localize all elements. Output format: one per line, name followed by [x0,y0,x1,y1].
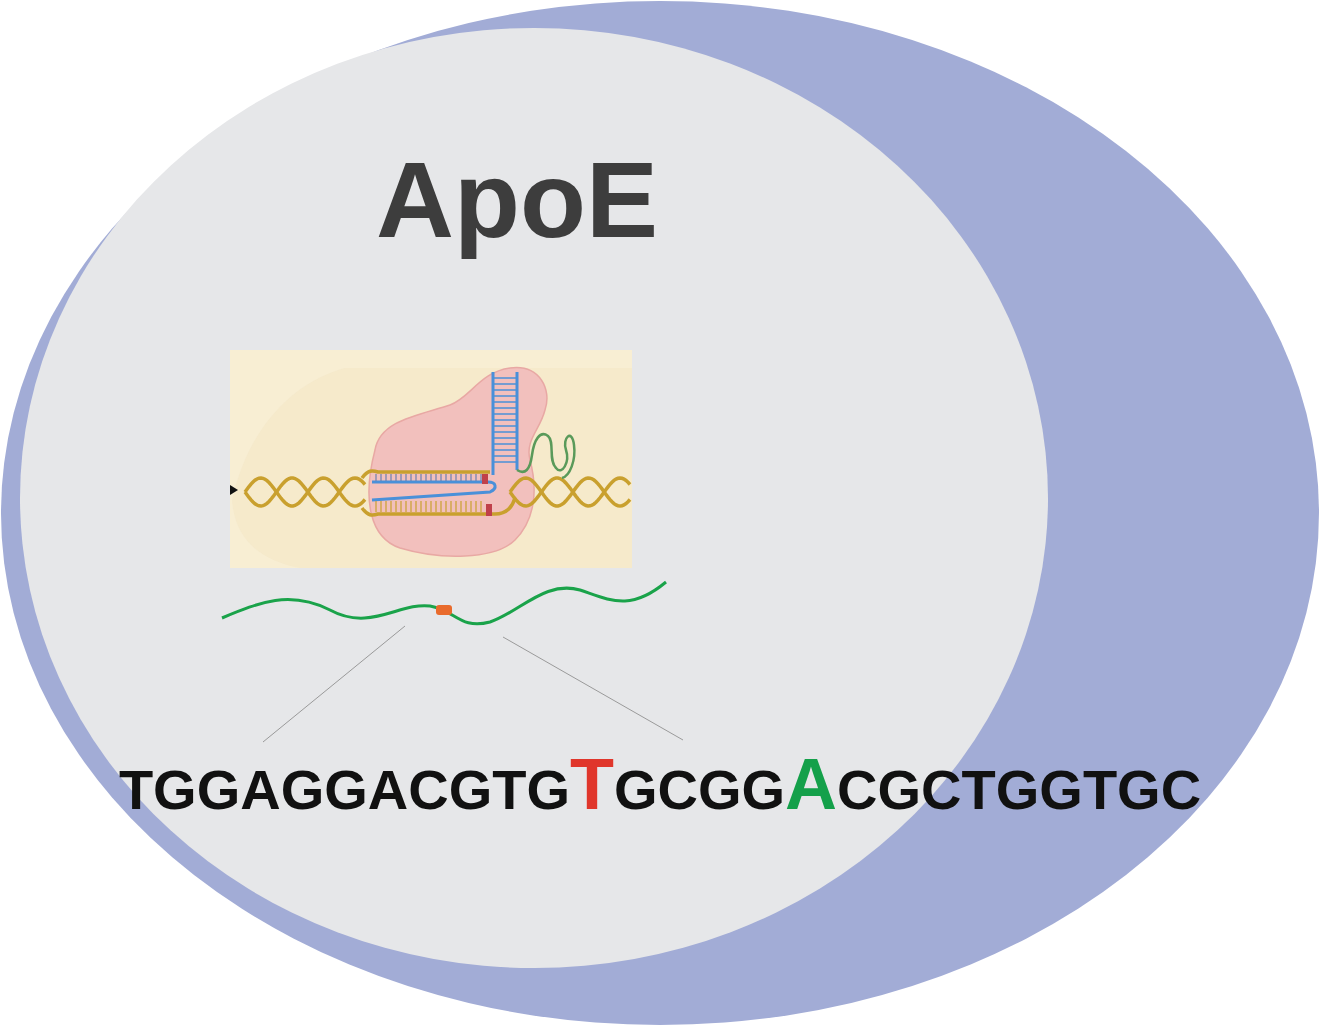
cell-shading [232,368,632,568]
illustration-panel [230,350,632,568]
base-pairs [376,474,481,512]
highlighted-base: A [785,744,837,824]
highlighted-base: T [570,744,614,824]
cell-ellipse: ApoE [20,28,1048,968]
hairpin-pairs [493,378,517,462]
dna-sequence: TGGAGGACGTGTGCGGACGCTGGTGC [119,748,1201,820]
mutation-site [436,605,452,615]
sequence-segment: CGCTGGTGC [837,758,1201,821]
guide-rna [372,482,495,500]
sequence-segment: GCGG [614,758,785,821]
gene-line [222,582,666,624]
arrow-tip [230,485,238,495]
pam-mark [486,504,492,516]
gene-title: ApoE [20,28,1048,254]
cas9-illustration [230,350,632,568]
dna-helix [510,478,630,506]
cas9-protein [369,368,547,557]
pam-mark [482,474,488,484]
leader-line [263,626,405,742]
rna-tail [517,434,574,478]
leader-line [503,637,683,740]
dna-helix [245,478,365,506]
rna-hairpin [493,372,517,475]
dna-helix [245,478,365,506]
dna-helix [510,478,630,506]
sequence-segment: TGGAGGACGTG [119,758,570,821]
inner-ellipse [20,28,1048,968]
